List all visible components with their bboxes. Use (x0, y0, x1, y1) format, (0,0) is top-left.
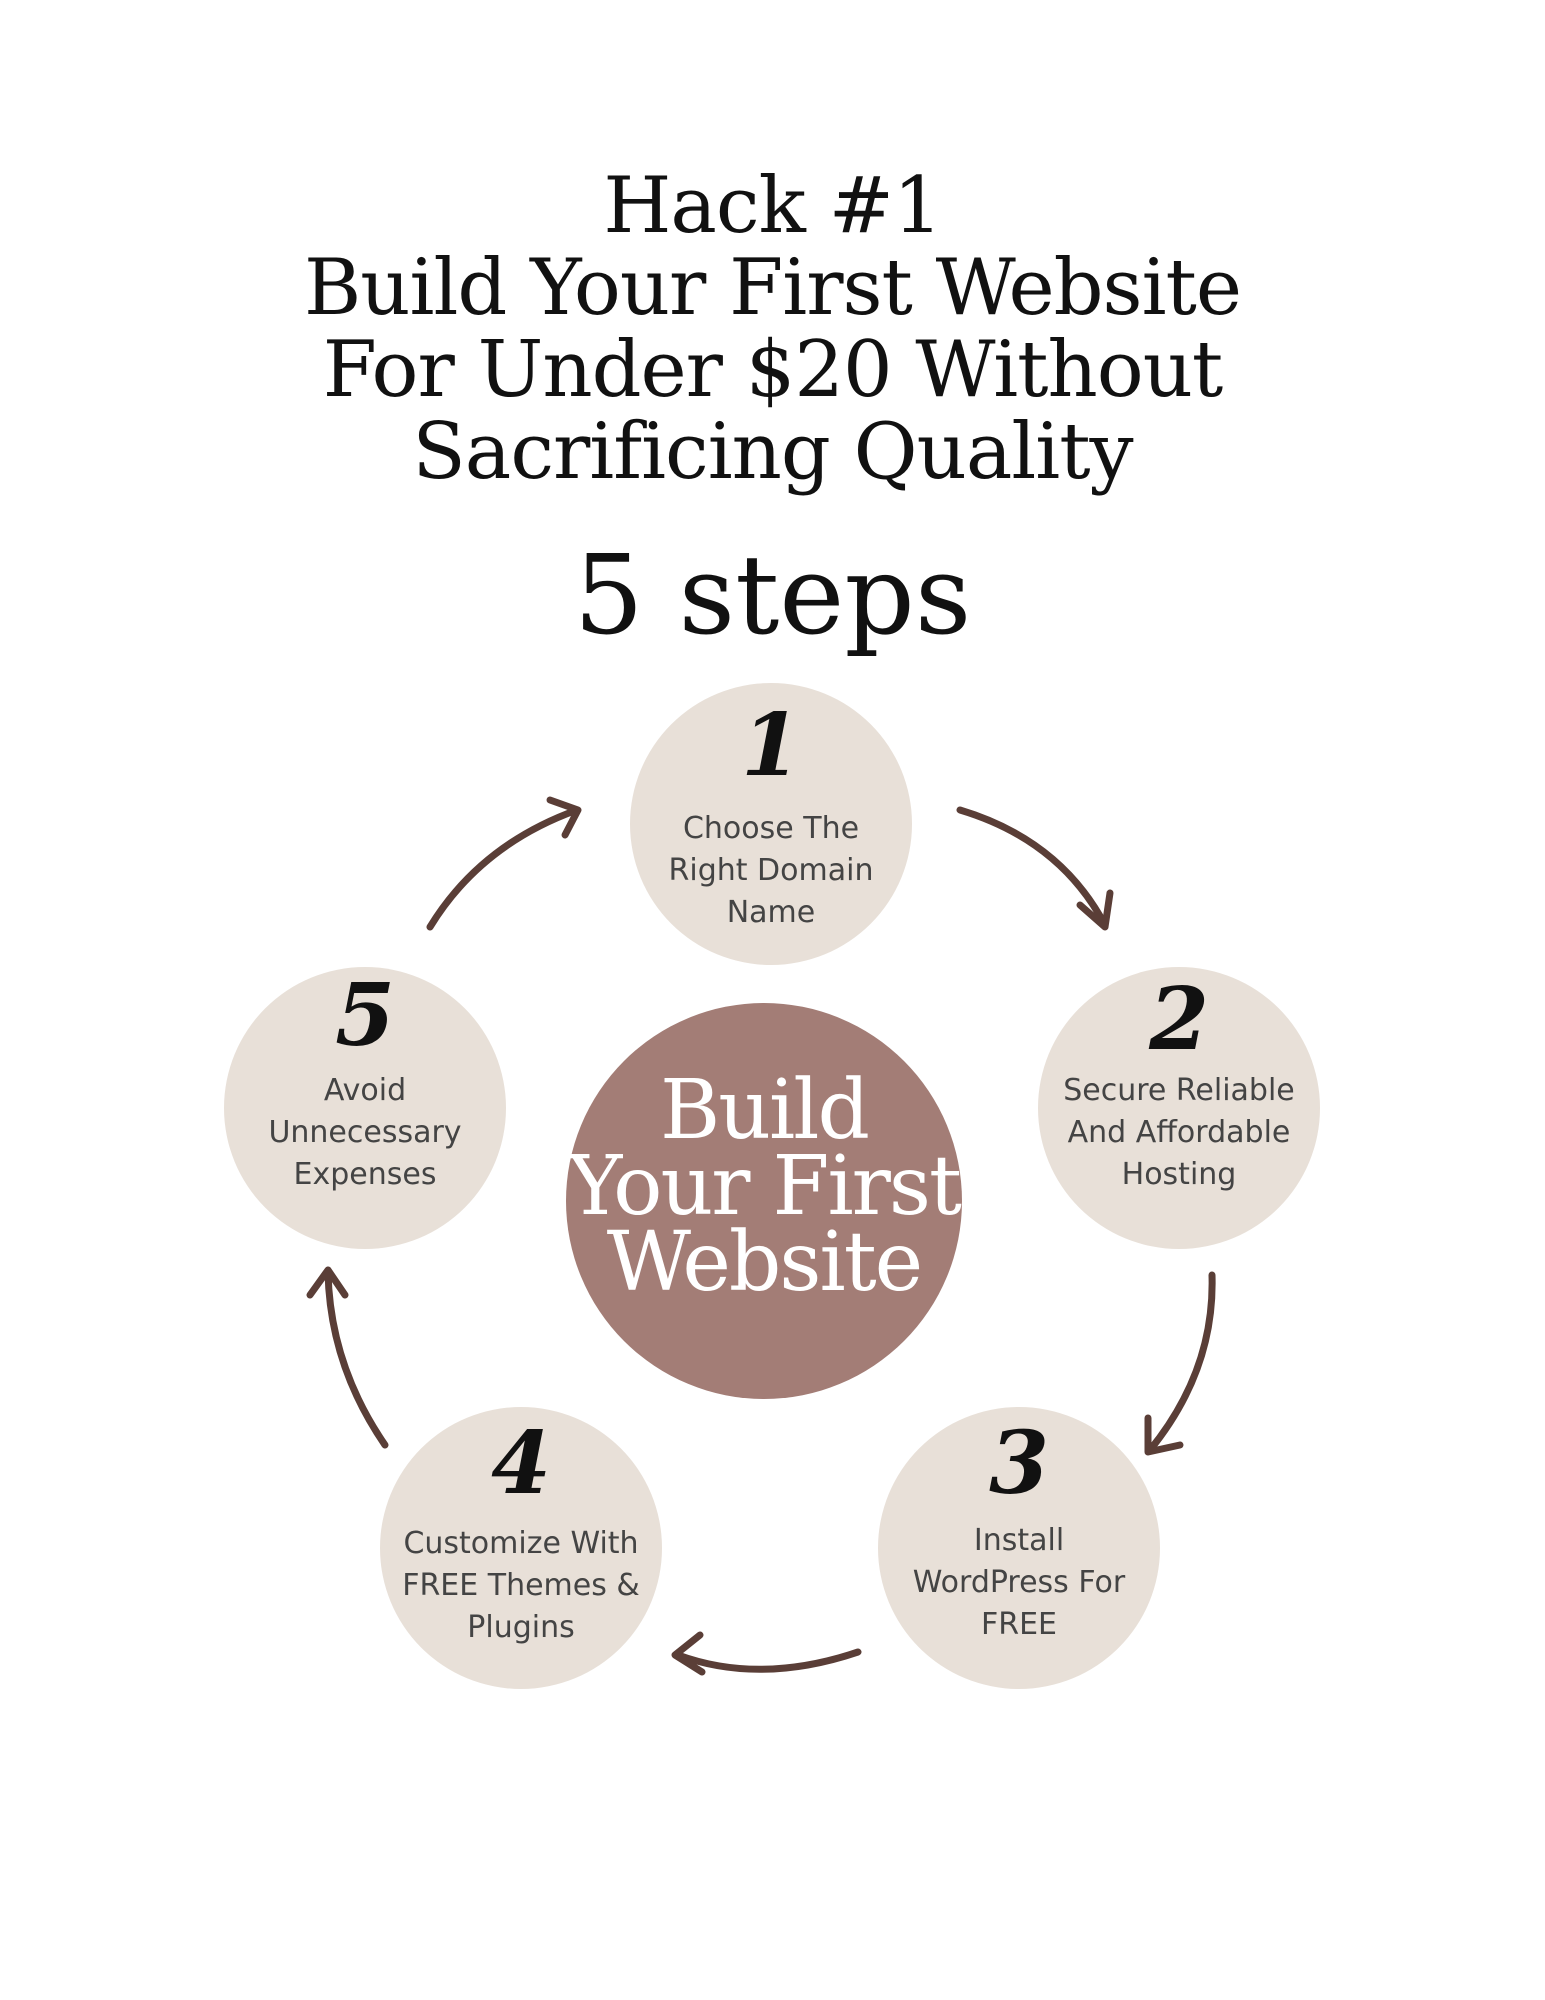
arrow-2-to-3 (1146, 1271, 1216, 1454)
center-title: Build Your First Website (566, 1063, 962, 1310)
title-line-1: Hack #1 (603, 161, 942, 251)
step-2-line-1: Secure Reliable (1063, 1073, 1295, 1108)
step-4-number: 4 (491, 1413, 551, 1514)
step-3-circle: 3 Install WordPress For FREE (878, 1407, 1160, 1689)
step-5-line-3: Expenses (293, 1157, 437, 1192)
center-circle: Build Your First Website (566, 1003, 962, 1399)
title-line-3: For Under $20 Without (322, 325, 1224, 415)
step-4-line-1: Customize With (403, 1526, 639, 1561)
title-line-4: Sacrificing Quality (412, 407, 1133, 497)
step-2-circle: 2 Secure Reliable And Affordable Hosting (1038, 967, 1320, 1249)
arrow-head-5-to-1 (546, 796, 582, 839)
step-5-number: 5 (335, 965, 395, 1066)
step-5-line-2: Unnecessary (268, 1115, 462, 1150)
page-title: Hack #1 Build Your First Website For Und… (0, 165, 1545, 493)
arrow-head-4-to-5 (306, 1266, 349, 1299)
arrow-head-1-to-2 (1076, 889, 1114, 931)
step-3-line-2: WordPress For (912, 1565, 1126, 1600)
center-line-2: Your First (568, 1139, 962, 1234)
arrow-1-to-2 (956, 806, 1109, 929)
arrow-head-2-to-3 (1144, 1414, 1184, 1456)
step-5-text: Avoid Unnecessary Expenses (234, 1070, 496, 1196)
step-5-line-1: Avoid (323, 1073, 407, 1108)
step-1-line-3: Name (726, 895, 816, 930)
step-4-line-2: FREE Themes & (402, 1568, 640, 1603)
arrow-3-to-4 (674, 1648, 862, 1673)
step-2-line-3: Hosting (1121, 1157, 1237, 1192)
step-2-line-2: And Affordable (1067, 1115, 1291, 1150)
center-line-1: Build (659, 1063, 870, 1158)
step-1-circle: 1 Choose The Right Domain Name (630, 683, 912, 965)
step-1-text: Choose The Right Domain Name (640, 808, 902, 934)
step-1-line-2: Right Domain (668, 853, 874, 888)
arrow-head-3-to-4 (671, 1631, 706, 1676)
step-3-number: 3 (989, 1413, 1049, 1514)
step-2-number: 2 (1149, 969, 1209, 1070)
title-line-2: Build Your First Website (303, 243, 1242, 333)
step-1-line-1: Choose The (682, 811, 860, 846)
step-3-line-3: FREE (980, 1607, 1057, 1642)
step-5-circle: 5 Avoid Unnecessary Expenses (224, 967, 506, 1249)
steps-subtitle: 5 steps (573, 531, 972, 659)
arrow-4-to-5 (324, 1268, 389, 1449)
arrow-5-to-1 (426, 806, 581, 931)
step-3-text: Install WordPress For FREE (888, 1520, 1150, 1646)
step-2-text: Secure Reliable And Affordable Hosting (1048, 1070, 1310, 1196)
step-3-line-1: Install (973, 1523, 1065, 1558)
step-4-line-3: Plugins (467, 1610, 575, 1645)
step-4-text: Customize With FREE Themes & Plugins (390, 1523, 652, 1649)
center-line-3: Website (606, 1215, 923, 1310)
step-4-circle: 4 Customize With FREE Themes & Plugins (380, 1407, 662, 1689)
step-1-number: 1 (741, 695, 801, 796)
